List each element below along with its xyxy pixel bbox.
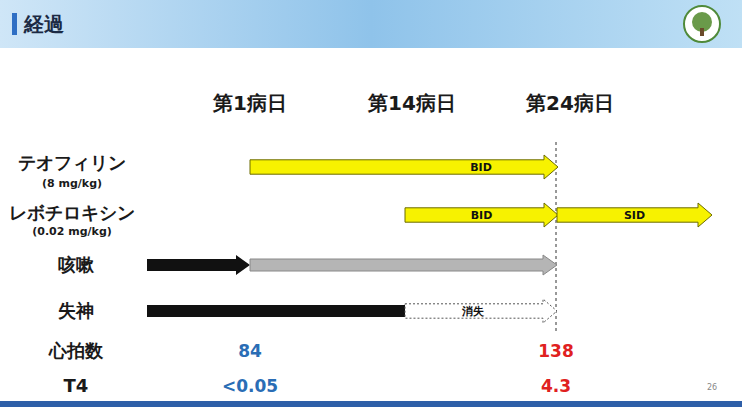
syncope-bar xyxy=(147,305,405,317)
cough-arrow-grey xyxy=(250,255,557,275)
row-label: 咳嗽 xyxy=(58,255,94,275)
dose-label: SID xyxy=(624,209,645,222)
arrow-shape xyxy=(250,155,558,179)
column-header: 第14病日 xyxy=(368,92,456,114)
column-header: 第1病日 xyxy=(213,92,287,114)
row-label: T4 xyxy=(64,376,89,396)
logo xyxy=(684,6,720,42)
dose-label: 消失 xyxy=(462,304,484,319)
value-cell: 4.3 xyxy=(541,377,571,396)
footer-band xyxy=(0,401,742,407)
dose-label: BID xyxy=(470,161,492,174)
row-label: テオフィリン xyxy=(18,153,126,173)
row-label: 心拍数 xyxy=(49,341,103,361)
value-cell: 84 xyxy=(238,342,262,361)
arrow-bar: 消失 xyxy=(405,299,557,323)
dose-note: (8 mg/kg) xyxy=(42,178,102,190)
slide-title: 経過 xyxy=(24,11,64,38)
day-marker-line xyxy=(556,142,557,334)
arrow-bar: BID xyxy=(250,155,558,179)
row-label: 失神 xyxy=(58,301,94,321)
value-cell: 138 xyxy=(538,342,574,361)
row-label: レボチロキシン xyxy=(9,203,135,223)
arrow-outline xyxy=(250,155,558,179)
arrow-outline xyxy=(405,299,557,323)
value-cell: <0.05 xyxy=(222,377,278,396)
title-bar xyxy=(12,13,17,35)
arrow-outline xyxy=(405,203,558,227)
arrow-outline xyxy=(557,203,712,227)
dose-label: BID xyxy=(471,209,493,222)
arrow-bar: BID xyxy=(405,203,558,227)
header-band xyxy=(0,0,742,48)
page-number: 26 xyxy=(707,384,717,393)
column-header: 第24病日 xyxy=(526,92,614,114)
dose-note: (0.02 mg/kg) xyxy=(32,226,112,238)
arrow-bar: SID xyxy=(557,203,712,227)
cough-arrow xyxy=(147,255,250,275)
